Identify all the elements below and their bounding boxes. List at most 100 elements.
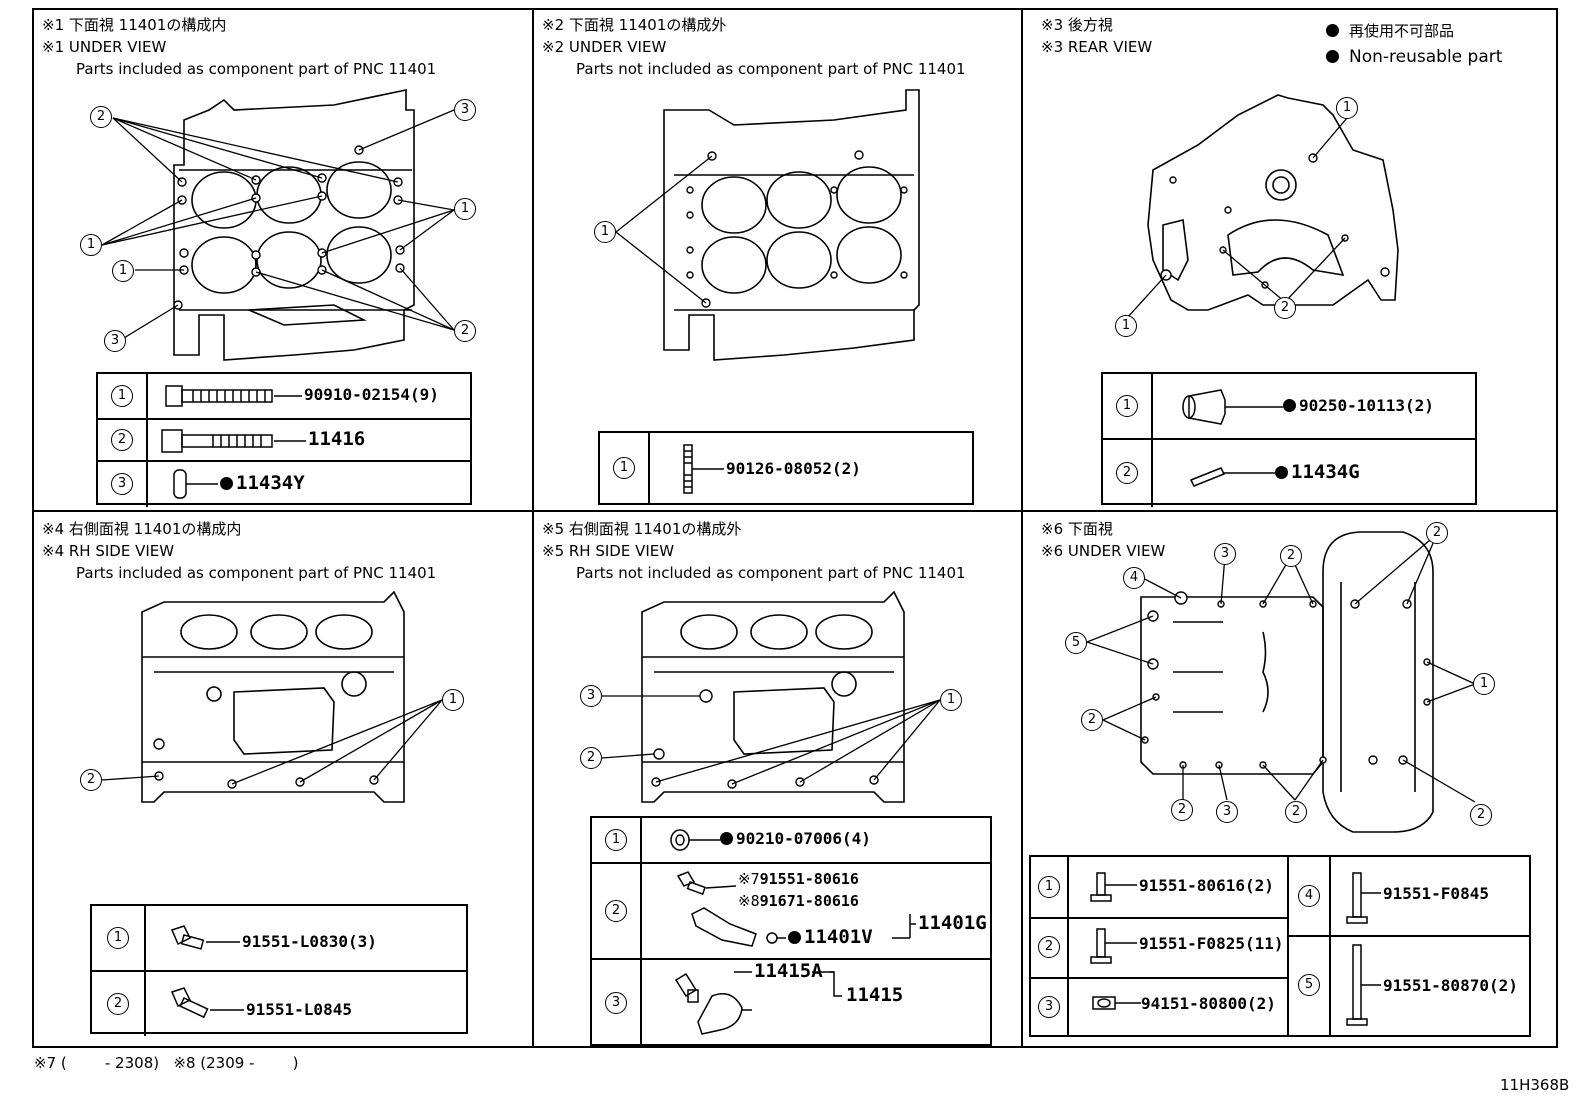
table-callout-4: 4 [1298,885,1320,907]
part-number: ※891671-80616 [738,892,859,910]
callout-1: 1 [1115,315,1137,337]
table-callout-1: 1 [107,927,129,949]
callout-2: 2 [90,106,112,128]
part-number: 91551-L0830(3) [242,932,377,951]
engine-block-rear-view-drawing [1126,94,1399,319]
panel-rh-side-view-not-included: ※5 右側面視 11401の構成外 ※5 RH SIDE VIEW Parts … [534,512,1021,1048]
panel-title-en: ※1 UNDER VIEW [42,38,167,56]
table-callout-1: 1 [1116,395,1138,417]
panel-title-en: ※2 UNDER VIEW [542,38,667,56]
pin-icon [173,469,218,499]
part-number: 11415 [846,984,904,1006]
engine-block-under-view-drawing [101,89,455,361]
illustration-code: 11H368B [1500,1076,1570,1094]
parts-table: 1 90910-02154(9) 2 11416 3 11434Y [96,372,472,507]
callout-2: 2 [1285,801,1307,823]
panel-under-view-not-included: ※2 下面視 11401の構成外 ※2 UNDER VIEW Parts not… [534,10,1021,510]
non-reusable-dot [1326,50,1339,63]
part-number: 91551-80870(2) [1383,976,1518,995]
panel-title-jp: ※6 下面視 [1041,520,1113,538]
panel-title-en: ※3 REAR VIEW [1041,38,1153,56]
bolt-icons [1090,872,1381,1026]
callout-1: 1 [594,221,616,243]
table-callout-1: 1 [111,385,133,407]
callout-1: 1 [1336,97,1358,119]
panel-title-jp: ※1 下面視 11401の構成内 [42,16,227,34]
callout-2: 2 [1274,297,1296,319]
part-number-nonreusable: 90210-07006(4) [720,829,871,848]
non-reusable-dot [1275,466,1288,479]
part-number: 91551-F0845 [1383,884,1489,903]
callout-1: 1 [80,234,102,256]
part-number-nonreusable: 11401V [788,926,873,948]
sensor-icon [674,971,842,1035]
panel-title-en: ※5 RH SIDE VIEW [542,542,675,560]
engine-block-side-view-drawing [101,590,443,803]
divider-h [32,510,1558,512]
panel-subtitle: Parts included as component part of PNC … [76,60,437,78]
part-number: 90126-08052(2) [726,459,861,478]
panel-subtitle: Parts included as component part of PNC … [76,564,437,582]
callout-1: 1 [940,689,962,711]
panel-under-view-included: ※1 下面視 11401の構成内 ※1 UNDER VIEW Parts inc… [34,10,532,510]
table-callout-3: 3 [605,992,627,1014]
diagram-frame [32,8,1558,1048]
callout-3: 3 [454,99,476,121]
callout-1: 1 [454,198,476,220]
part-number: 11401G [918,912,987,934]
part-number: 91551-80616(2) [1139,876,1274,895]
non-reusable-dot [720,832,733,845]
panel-subtitle: Parts not included as component part of … [576,564,966,582]
parts-table: 1 91551-L0830(3) 2 91551-L0845 [90,904,468,1036]
panel-rear-view: ※3 後方視 ※3 REAR VIEW 再使用不可部品 Non-reusable… [1023,10,1556,510]
callout-2: 2 [454,320,476,342]
panel-title-en: ※4 RH SIDE VIEW [42,542,175,560]
divider-v2 [1021,8,1023,1048]
flange-bolt-short-icon [170,925,240,950]
non-reusable-dot [788,931,801,944]
callout-2: 2 [80,769,102,791]
part-number: 11416 [308,428,366,450]
table-callout-1: 1 [1038,876,1060,898]
non-reusable-dot [1326,24,1339,37]
engine-block-under-view-drawing [615,89,920,361]
part-number: 90910-02154(9) [304,385,439,404]
plug-icon [1182,389,1283,425]
legend-jp: 再使用不可部品 [1349,22,1455,40]
part-number: 91551-L0845 [246,1000,352,1019]
table-callout-2: 2 [111,429,133,451]
callout-2: 2 [1081,709,1103,731]
flange-bolt-icon [170,987,244,1019]
panel-title-jp: ※3 後方視 [1041,16,1113,34]
panel-title-jp: ※4 右側面視 11401の構成内 [42,520,242,538]
callout-2: 2 [1171,799,1193,821]
washer-icon [670,829,720,851]
callout-2: 2 [580,747,602,769]
legend-en: Non-reusable part [1349,47,1503,67]
table-callout-1: 1 [613,457,635,479]
panel-title-jp: ※5 右側面視 11401の構成外 [542,520,742,538]
flange-bolt-long-icon [165,385,302,407]
table-callout-5: 5 [1298,974,1320,996]
callout-3: 3 [1214,543,1236,565]
parts-table: 1 90210-07006(4) 2 ※791551-80616 ※891671… [590,816,992,1048]
legend: 再使用不可部品 Non-reusable part [1326,18,1502,70]
panel-rh-side-view-included: ※4 右側面視 11401の構成内 ※4 RH SIDE VIEW Parts … [34,512,532,1046]
oil-pan-under-view-drawing [1086,531,1476,833]
table-callout-2: 2 [605,900,627,922]
panel-under-view-oil-pan: ※6 下面視 ※6 UNDER VIEW [1023,512,1556,1046]
stud-bolt-icon [683,444,724,494]
part-number-nonreusable: 11434Y [220,472,305,494]
flange-bolt-icon [161,429,306,453]
table-callout-1: 1 [605,829,627,851]
callout-1: 1 [442,689,464,711]
table-callout-3: 3 [111,473,133,495]
non-reusable-dot [1283,399,1296,412]
part-number-nonreusable: 90250-10113(2) [1283,396,1434,415]
parts-table: 1 2 3 4 5 91551-80616(2) 91551-F0825(11)… [1029,855,1531,1037]
table-callout-2: 2 [107,993,129,1015]
sensor-bolt-icon [676,871,916,947]
callout-2: 2 [1426,522,1448,544]
footnote-date-range: ※7 ( - 2308) ※8 (2309 - ) [34,1054,299,1072]
non-reusable-dot [220,477,233,490]
